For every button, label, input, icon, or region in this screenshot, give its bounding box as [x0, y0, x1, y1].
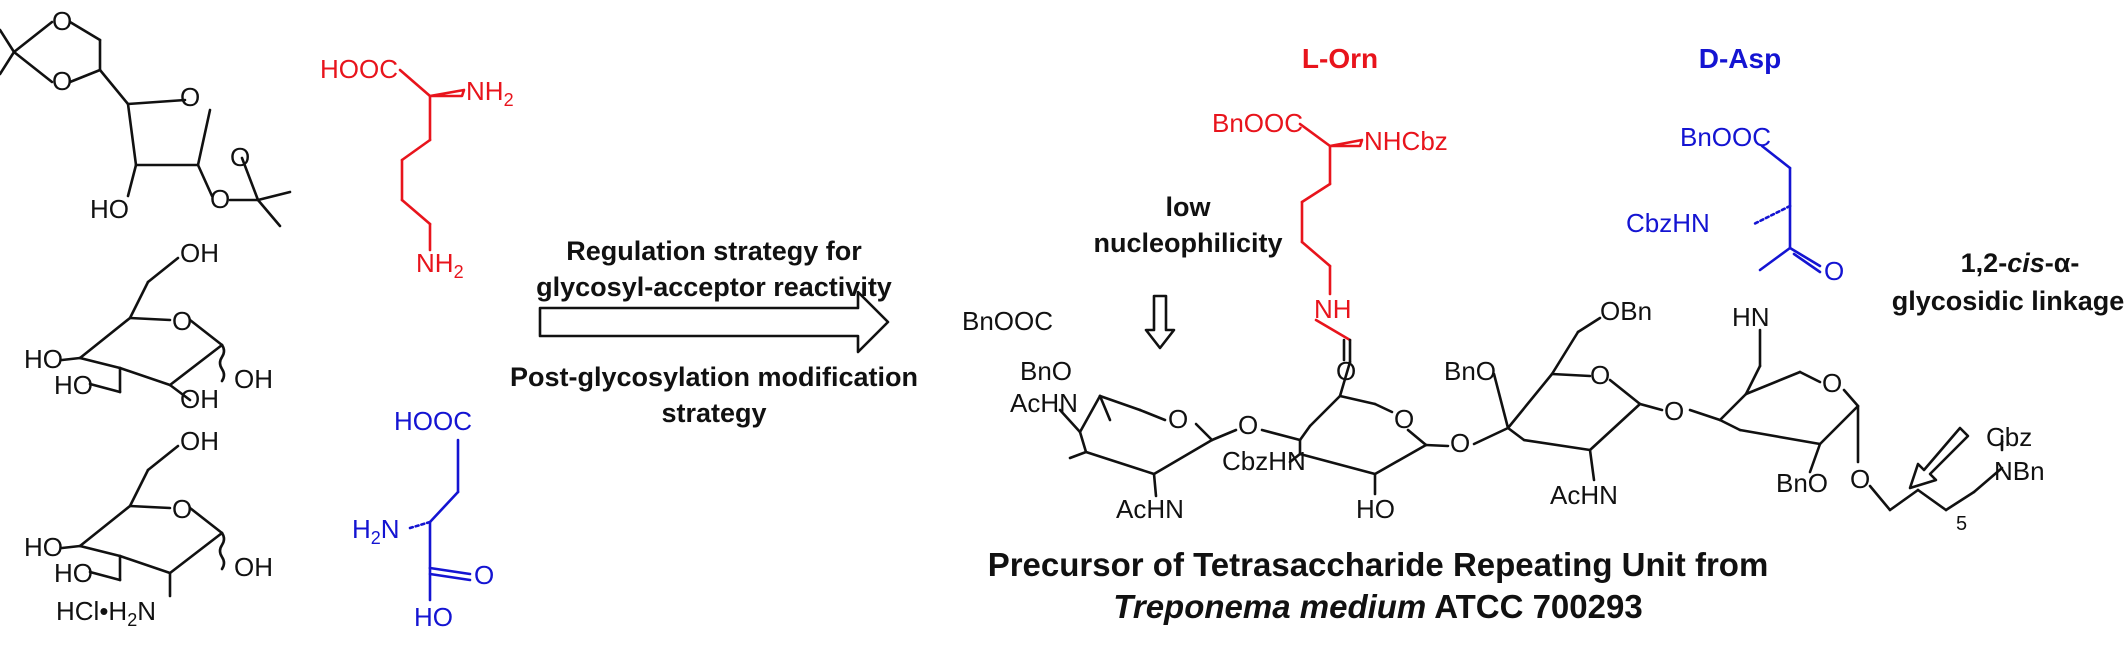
cis-linkage-line1: 1,2-cis-α-: [1961, 248, 2080, 278]
precursor-ring4-bonds: [1688, 328, 2004, 512]
atom-o: O: [172, 494, 192, 524]
atom-o: O: [172, 306, 192, 336]
precursor-orn-bonds: [1298, 122, 1364, 342]
precursor-asp-atoms: BnOOC CbzHN O: [1626, 122, 1844, 286]
low-nucleophilicity-line2: nucleophilicity: [1093, 228, 1282, 258]
atom-hooc: HOOC: [394, 406, 472, 436]
glucose-bonds: [60, 256, 226, 402]
atom-o: O: [1664, 396, 1684, 426]
precursor-asp-bonds: [1752, 144, 1822, 274]
atom-cbzhn: CbzHN: [1222, 446, 1306, 476]
atom-o: O: [210, 184, 230, 214]
atom-obn: OBn: [1600, 296, 1652, 326]
atom-labels: O O O O O HO HOOC NH2 NH2 OH O HO HO OH …: [24, 6, 2045, 632]
atom-bno: BnO: [1776, 468, 1828, 498]
arrow-label-bottom-line1: Post-glycosylation modification: [510, 362, 918, 392]
atom-o: O: [52, 6, 72, 36]
atom-nh2: NH2: [466, 76, 514, 110]
atom-o: O: [1450, 428, 1470, 458]
atom-achn: AcHN: [1116, 494, 1184, 524]
aspartate-bonds: [408, 438, 472, 602]
precursor-ring1-bonds: [1058, 394, 1238, 498]
precursor-orn-atoms: BnOOC NHCbz NH: [1212, 108, 1448, 324]
diacetone-glucose-atoms: O O O O O HO: [52, 6, 250, 224]
atom-ho: HO: [414, 602, 453, 632]
orn-title: L-Orn: [1302, 43, 1378, 74]
aspartate-atoms: HOOC H2N O HO: [352, 406, 494, 632]
atom-amine-hcl: HCl•H2N: [56, 596, 156, 630]
atom-oh: OH: [180, 384, 219, 414]
atom-ho: HO: [24, 532, 63, 562]
pointer-arrow-bonds: [1144, 294, 1970, 490]
atom-amide-nh: NH: [1314, 294, 1352, 324]
atom-ho: HO: [90, 194, 129, 224]
atom-o: O: [1822, 368, 1842, 398]
atom-o: O: [52, 66, 72, 96]
arrow-label-top-line2: glycosyl-acceptor reactivity: [536, 272, 892, 302]
atom-cbz: Cbz: [1986, 422, 2032, 452]
atom-o: O: [180, 82, 200, 112]
atom-o: O: [1824, 256, 1844, 286]
atom-oh: OH: [180, 426, 219, 456]
atom-linker-n5: 5: [1956, 513, 1967, 535]
atom-o: O: [1850, 464, 1870, 494]
diacetone-glucose-bonds: [0, 20, 292, 228]
atom-bno: BnO: [1444, 356, 1496, 386]
annotations: L-Orn D-Asp low nucleophilicity 1,2-cis-…: [510, 43, 2124, 625]
atom-hn: HN: [1732, 302, 1770, 332]
atom-oh: OH: [234, 552, 273, 582]
atom-ho: HO: [54, 370, 93, 400]
caption-line1: Precursor of Tetrasaccharide Repeating U…: [988, 546, 1769, 583]
atom-cbzhn: CbzHN: [1626, 208, 1710, 238]
glucose-atoms: OH O HO HO OH OH: [24, 238, 273, 414]
atom-benzyl-ester: BnOOC: [1212, 108, 1303, 138]
glucosamine-atoms: OH O HO HO HCl•H2N OH: [24, 426, 273, 630]
atom-o: O: [1590, 360, 1610, 390]
atom-o: O: [1336, 356, 1356, 386]
atom-benzyl-ester: BnOOC: [962, 306, 1053, 336]
atom-o: O: [1168, 404, 1188, 434]
atom-oh: OH: [180, 238, 219, 268]
arrow-label-bottom-line2: strategy: [661, 398, 766, 428]
atom-o: O: [1238, 410, 1258, 440]
atom-achn: AcHN: [1010, 388, 1078, 418]
atom-achn: AcHN: [1550, 480, 1618, 510]
atom-ho: HO: [24, 344, 63, 374]
atom-o: O: [474, 560, 494, 590]
atom-ho: HO: [1356, 494, 1395, 524]
atom-h2n: H2N: [352, 514, 400, 548]
low-nucleophilicity-line1: low: [1166, 192, 1212, 222]
bond-network: [0, 20, 2004, 602]
caption-line2: Treponema medium ATCC 700293: [1113, 588, 1642, 625]
ornithine-bonds: [398, 68, 466, 252]
atom-nbn: NBn: [1994, 456, 2045, 486]
cis-linkage-line2: glycosidic linkage: [1892, 286, 2125, 316]
precursor-amide1-bonds: [1342, 338, 1352, 364]
atom-o: O: [1394, 404, 1414, 434]
strategy-arrow-bonds: [538, 290, 890, 354]
atom-benzyl-ester: BnOOC: [1680, 122, 1771, 152]
arrow-label-top-line1: Regulation strategy for: [566, 236, 862, 266]
atom-oh: OH: [234, 364, 273, 394]
precursor-ring3-bonds: [1472, 316, 1664, 482]
atom-ho: HO: [54, 558, 93, 588]
precursor-ring2-bonds: [1260, 360, 1450, 496]
atom-bno: BnO: [1020, 356, 1072, 386]
asp-title: D-Asp: [1699, 43, 1781, 74]
ornithine-atoms: HOOC NH2 NH2: [320, 54, 514, 282]
atom-nh2: NH2: [416, 248, 464, 282]
atom-nhcbz: NHCbz: [1364, 126, 1448, 156]
glucosamine-bonds: [60, 444, 226, 598]
precursor-black-atoms: O HN BnOOC BnO AcHN O O AcHN CbzHN O HO …: [962, 296, 2045, 535]
atom-hooc: HOOC: [320, 54, 398, 84]
atom-o: O: [230, 142, 250, 172]
